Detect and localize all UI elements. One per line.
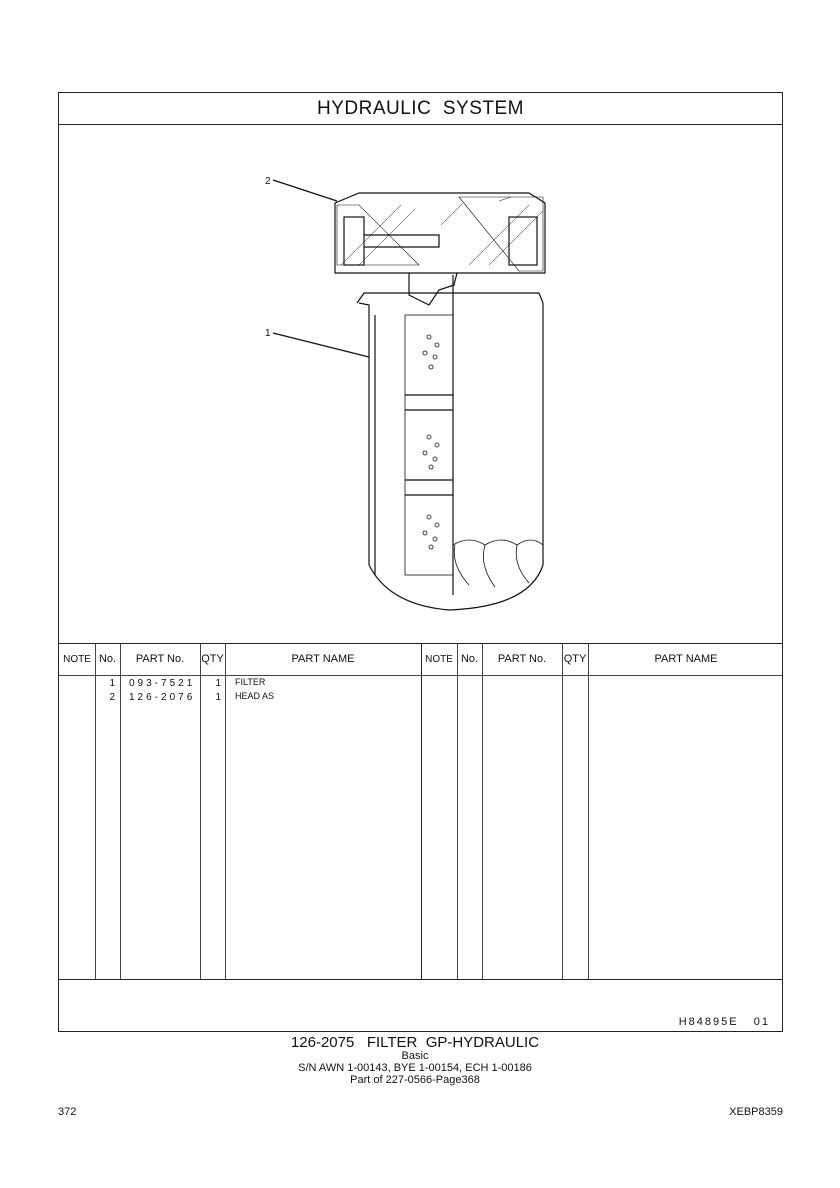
header-part-no: PART No. xyxy=(135,653,185,665)
caption: 126-2075 FILTER GP-HYDRAULIC Basic S/N A… xyxy=(0,1035,840,1086)
header-note: NOTE xyxy=(63,654,91,665)
header-qty-2: QTY xyxy=(563,653,587,665)
parts-frame: HYDRAULIC SYSTEM 2 1 xyxy=(58,92,783,1032)
callout-1: 1 xyxy=(265,328,271,339)
illustration-ref: H84895E 01 xyxy=(678,1016,770,1028)
header-divider xyxy=(59,675,782,676)
parts-table: NOTE No. PART No. QTY PART NAME NOTE No.… xyxy=(59,643,782,980)
filter-illustration: 2 1 xyxy=(265,176,546,611)
caption-subtitle: Basic xyxy=(401,1050,429,1062)
header-note-2: NOTE xyxy=(425,654,453,665)
callout-2: 2 xyxy=(265,176,271,187)
row-part-no: 126-2076 xyxy=(129,692,196,703)
header-part-no-2: PART No. xyxy=(497,653,547,665)
row-qty: 1 xyxy=(215,678,221,689)
section-title: HYDRAULIC SYSTEM xyxy=(59,93,782,125)
row-part-name: FILTER xyxy=(235,677,266,687)
header-no: No. xyxy=(98,653,117,665)
caption-serial: S/N AWN 1-00143, BYE 1-00154, ECH 1-0018… xyxy=(298,1062,532,1074)
caption-title: 126-2075 FILTER GP-HYDRAULIC xyxy=(290,1034,540,1051)
header-qty: QTY xyxy=(201,653,224,665)
doc-code: XEBP8359 xyxy=(729,1106,783,1118)
header-part-name: PART NAME xyxy=(291,653,355,665)
header-no-2: No. xyxy=(460,653,479,665)
row-part-no: 093-7521 xyxy=(129,678,196,689)
exploded-drawing: 2 1 xyxy=(59,125,782,643)
page-number: 372 xyxy=(58,1106,77,1118)
row-no: 2 xyxy=(109,692,115,703)
row-part-name: HEAD AS xyxy=(235,691,275,701)
row-qty: 1 xyxy=(215,692,221,703)
header-part-name-2: PART NAME xyxy=(654,653,718,665)
caption-part-of: Part of 227-0566-Page368 xyxy=(350,1074,480,1086)
row-no: 1 xyxy=(109,678,115,689)
